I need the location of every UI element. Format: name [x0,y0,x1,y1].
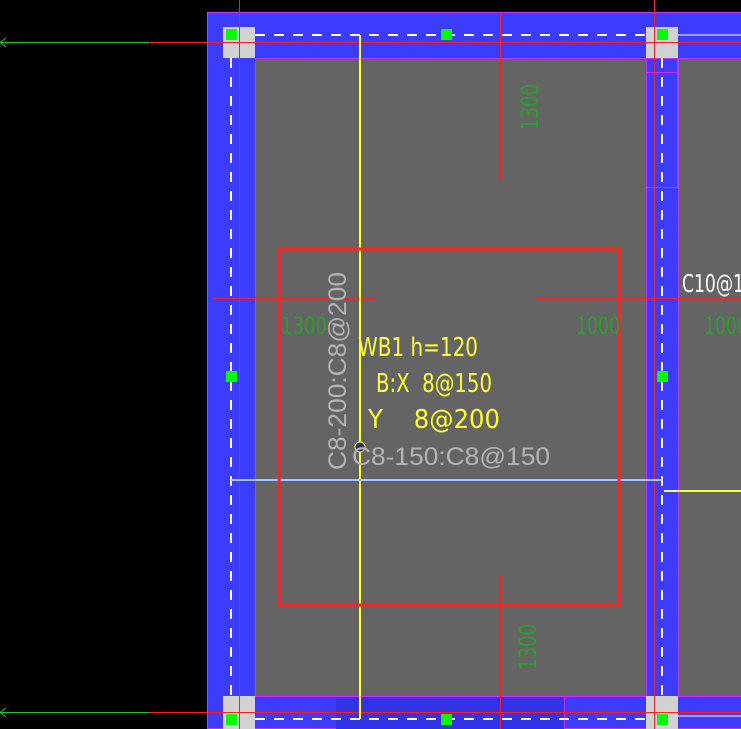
grip-square-icon[interactable] [226,29,237,40]
slab-label[interactable]: WB1 h=120 [358,333,478,363]
dim-bottom[interactable]: 1300 [514,624,542,670]
grip-square-icon[interactable] [226,371,237,382]
grip-square-icon[interactable] [441,714,452,725]
grip-square-icon[interactable] [441,29,452,40]
rebar-y-label[interactable]: Y 8@200 [367,405,500,435]
grip-square-icon[interactable] [226,714,237,725]
dim-far-right[interactable]: 1000 [704,312,741,340]
grip-square-icon[interactable] [657,714,668,725]
snap-circle-icon [354,441,366,453]
vertical-rebar-label[interactable]: C8-200:C8@200 [324,272,352,470]
dim-left[interactable]: 1300 [281,312,327,340]
slab-region-outline[interactable] [277,247,621,607]
slab-panel-right[interactable] [678,58,741,696]
rebar-x-label[interactable]: B:X 8@150 [376,369,492,399]
horizontal-rebar-label[interactable]: C8-150:C8@150 [352,443,550,471]
grip-square-icon[interactable] [657,371,668,382]
axis-grid-red [150,0,741,729]
axis-extension-green [0,37,150,718]
grips[interactable] [226,29,668,725]
dim-center-right[interactable]: 1000 [576,312,620,340]
dim-top[interactable]: 1300 [516,84,544,130]
right-rebar-label[interactable]: C10@1 [682,269,741,298]
grip-square-icon[interactable] [657,29,668,40]
slab-panel-left[interactable] [255,58,646,696]
